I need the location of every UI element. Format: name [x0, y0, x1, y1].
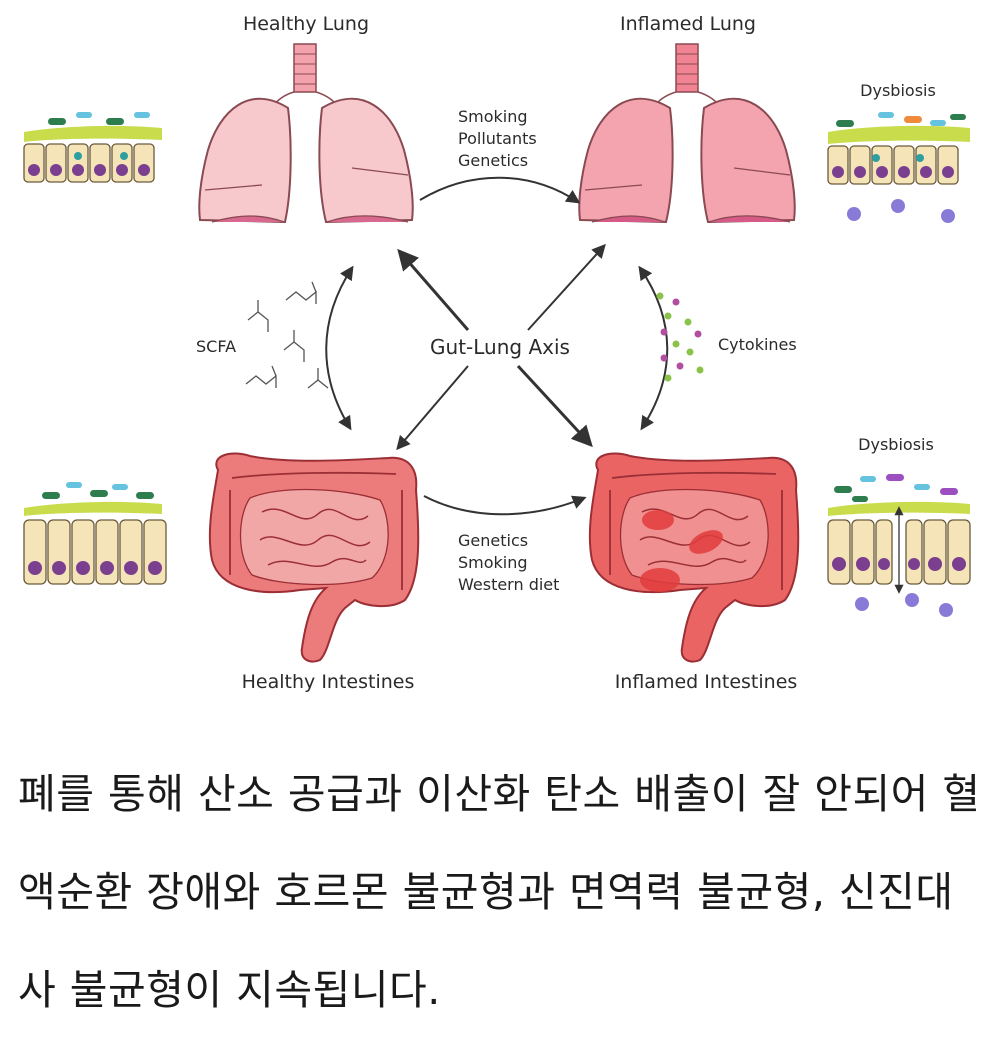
inflamed-intestines-label: Inflamed Intestines [615, 671, 798, 693]
lung-dysbiosis-tissue-icon: Dysbiosis [827, 81, 970, 223]
arrow-lung-transition [419, 176, 581, 204]
healthy-intestines-label: Healthy Intestines [242, 671, 415, 693]
diagram-arrows [325, 176, 669, 516]
arrow-left-bidirectional [325, 265, 354, 431]
healthy-intestines-illustration [208, 452, 420, 663]
intestine-dysbiosis-label: Dysbiosis [858, 435, 934, 454]
lung-dysbiosis-label: Dysbiosis [860, 81, 936, 100]
gut-lung-axis-diagram: Healthy Lung Inflamed Lung Healthy Intes… [23, 13, 971, 693]
intestine-factor-1: Genetics [458, 531, 528, 550]
gut-lung-axis-label: Gut-Lung Axis [430, 335, 570, 359]
inflamed-lung-label: Inflamed Lung [620, 13, 756, 35]
intestine-factor-3: Western diet [458, 575, 559, 594]
arrow-intestine-transition [423, 495, 587, 516]
arrow-to-healthy-lung [397, 248, 470, 331]
cytokine-dots-icon [656, 292, 704, 382]
lung-factor-1: Smoking [458, 107, 528, 126]
caption-text: 폐를 통해 산소 공급과 이산화 탄소 배출이 잘 안되어 혈액순환 장애와 호… [18, 770, 981, 1014]
inflamed-intestines-illustration [588, 452, 800, 663]
arrow-right-bidirectional [638, 265, 669, 431]
scfa-molecules-icon [245, 281, 329, 389]
arrow-to-inflamed-lung [527, 243, 606, 331]
lung-factor-3: Genetics [458, 151, 528, 170]
inflamed-lung-illustration [578, 43, 796, 224]
lung-factor-2: Pollutants [458, 129, 537, 148]
arrow-to-inflamed-intestines [516, 364, 593, 448]
arrow-to-healthy-intestines [396, 365, 469, 451]
scfa-label: SCFA [196, 337, 236, 356]
intestine-dysbiosis-tissue-icon: Dysbiosis [827, 435, 971, 617]
cytokines-label: Cytokines [718, 335, 797, 354]
healthy-lung-label: Healthy Lung [243, 13, 369, 35]
healthy-lung-illustration [198, 43, 414, 224]
healthy-intestine-tissue-icon [23, 482, 167, 585]
healthy-lung-tissue-icon [23, 112, 162, 183]
intestine-factor-2: Smoking [458, 553, 528, 572]
